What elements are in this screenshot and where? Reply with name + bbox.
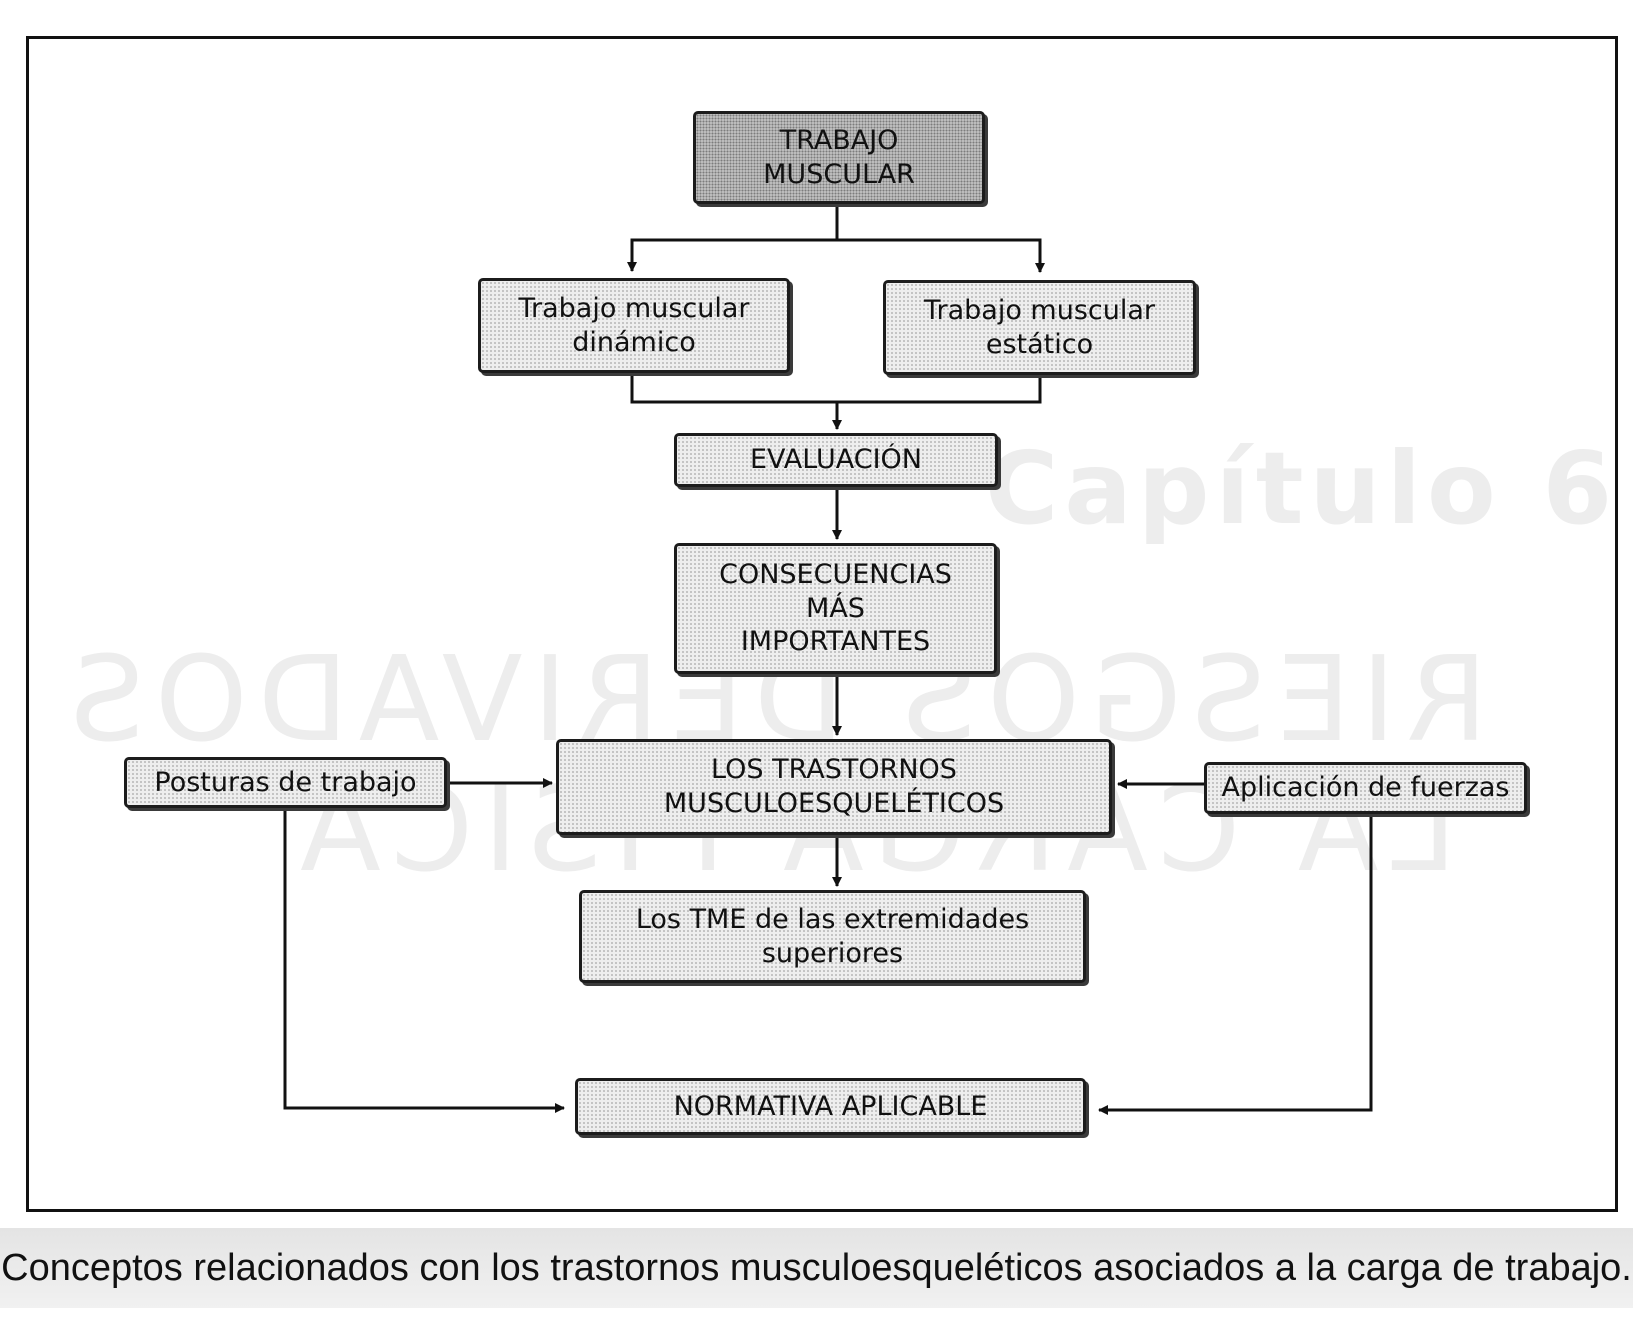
figure-caption-text: Conceptos relacionados con los trastorno… <box>1 1246 1632 1289</box>
edge-dinamico-to-evaluacion <box>630 375 1042 404</box>
node-consecuencias-label: CONSECUENCIAS MÁS IMPORTANTES <box>719 558 952 658</box>
node-trastornos: LOS TRASTORNOS MUSCULOESQUELÉTICOS <box>556 739 1112 835</box>
node-trabajo-muscular-label: TRABAJO MUSCULAR <box>763 124 915 190</box>
watermark-chapter: Capítulo 6 <box>985 430 1619 547</box>
edge-fuerzas-to-normativa <box>1098 816 1373 1115</box>
edge-posturas-to-normativa <box>283 810 565 1113</box>
node-tme-label: Los TME de las extremidades superiores <box>635 903 1030 969</box>
node-trabajo-estatico-label: Trabajo muscular estático <box>923 294 1156 360</box>
node-posturas-label: Posturas de trabajo <box>154 766 417 798</box>
node-posturas: Posturas de trabajo <box>124 757 447 808</box>
node-evaluacion-label: EVALUACIÓN <box>750 444 922 476</box>
node-trabajo-muscular: TRABAJO MUSCULAR <box>693 111 985 204</box>
node-trabajo-dinamico: Trabajo muscular dinámico <box>478 278 790 373</box>
node-trabajo-estatico: Trabajo muscular estático <box>883 280 1196 375</box>
diagram-frame <box>26 36 1618 1212</box>
node-fuerzas-label: Aplicación de fuerzas <box>1221 772 1510 804</box>
node-fuerzas: Aplicación de fuerzas <box>1204 762 1527 814</box>
node-normativa-label: NORMATIVA APLICABLE <box>673 1090 988 1122</box>
node-tme: Los TME de las extremidades superiores <box>579 890 1086 983</box>
edge-trabajo-to-dinamico <box>627 207 839 272</box>
node-normativa: NORMATIVA APLICABLE <box>575 1078 1086 1135</box>
edge-trabajo-to-estatico <box>837 238 1045 273</box>
node-evaluacion: EVALUACIÓN <box>674 433 998 487</box>
node-consecuencias: CONSECUENCIAS MÁS IMPORTANTES <box>674 543 997 674</box>
node-trabajo-dinamico-label: Trabajo muscular dinámico <box>518 292 750 358</box>
figure-caption: Conceptos relacionados con los trastorno… <box>0 1228 1633 1308</box>
node-trastornos-label: LOS TRASTORNOS MUSCULOESQUELÉTICOS <box>663 754 1005 819</box>
